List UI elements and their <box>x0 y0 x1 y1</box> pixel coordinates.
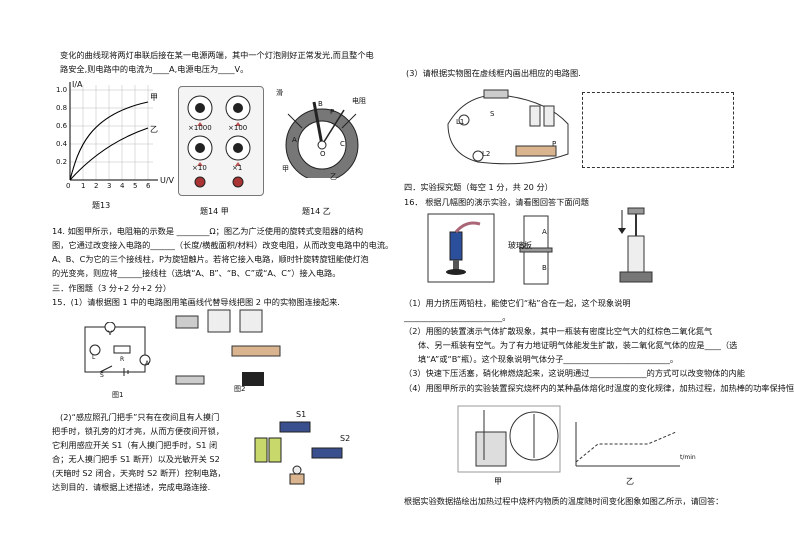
x-tick-3: 3 <box>107 182 112 190</box>
label-hua: 滑 <box>276 89 283 97</box>
iu-graph-figure <box>69 82 158 181</box>
circuit-diagram-fig1 <box>84 322 151 376</box>
q16-1-line-1: （1）用力挤压两铅柱，能使它们“粘”合在一起，这个现象说明 <box>404 298 631 308</box>
y-axis-label: I/A <box>72 80 83 89</box>
jar-label-B: B <box>542 264 547 272</box>
y-tick-4: 0.4 <box>56 140 68 148</box>
door-handle-circuit-figure <box>254 421 343 485</box>
dial-label-10: ×10 <box>192 164 207 172</box>
caption-14-yi: 题14 乙 <box>302 207 331 216</box>
fig1-label-A: A <box>145 360 150 367</box>
label-glass-plate: 玻璃板 <box>508 241 532 250</box>
fig1-label-S: S <box>100 372 104 379</box>
q14-line-3: A、B、C为它的三个接线柱，P为旋钮触片。若将它接入电路，顺时针旋转旋钮能使灯泡 <box>52 254 369 264</box>
resistance-box-dials <box>187 95 251 188</box>
x-tick-2: 2 <box>94 182 99 190</box>
q16-text: 16． 根据几幅图的演示实验，请看图回答下面问题 <box>404 197 589 207</box>
curve-jia <box>69 101 149 181</box>
q3-label-L1: L1 <box>456 118 465 126</box>
caption-yi-bottom: 乙 <box>626 477 634 486</box>
series-label-jia: 甲 <box>150 93 158 102</box>
temperature-time-graph <box>575 422 680 467</box>
real-circuit-fig2 <box>175 309 281 386</box>
q16-1-line-2: ________________________。 <box>404 312 511 322</box>
footer-text: 根据实验数据描绘出加热过程中烧杯内物质的温度随时间变化图象如图乙所示，请回答： <box>404 496 724 506</box>
label-A: A <box>292 136 297 144</box>
q15-2-line-6: 达到目的．请根据上述描述，完成电路连接. <box>52 482 211 492</box>
series-label-yi: 乙 <box>150 125 158 134</box>
switch-label-s1: S1 <box>296 410 307 419</box>
answer-box-circuit[interactable] <box>582 92 734 168</box>
caption-13: 题13 <box>92 201 111 210</box>
diffusion-jars-figure <box>519 215 553 285</box>
q16-2-line-2: 体、另一瓶装有空气。为了有力地证明气体能发生扩散，装二氧化氮气体的应是____（… <box>418 340 738 350</box>
caption-14-jia: 题14 甲 <box>200 207 229 216</box>
graph-x-unit: t/min <box>680 454 696 461</box>
section-4-heading: 四．实验探究题（每空 1 分，共 20 分） <box>404 182 553 192</box>
x-tick-1: 1 <box>81 182 86 190</box>
y-tick-5: 0.2 <box>56 158 68 166</box>
q14-line-1: 14. 如图甲所示，电阻箱的示数是 ________Ω；图乙为广泛使用的旋转式变… <box>52 226 364 236</box>
caption-jia-bottom: 甲 <box>494 477 502 486</box>
caption-fig1: 图1 <box>112 391 124 399</box>
label-C: C <box>340 140 345 148</box>
q15-2-line-5: (天暗时 S2 闭合，天亮时 S2 断开）控制电路， <box>52 468 226 478</box>
q15-2-line-2: 把手时，锁孔旁的灯才亮，从而方便夜间开锁， <box>52 426 224 436</box>
y-tick-3: 0.6 <box>56 122 68 130</box>
caption-fig2: 图2 <box>234 385 246 393</box>
y-tick-2: 0.8 <box>56 104 68 112</box>
q3-label-S: S <box>490 110 495 118</box>
q16-3-text: （3）快速下压活塞，硝化棉燃烧起来，这说明通过______________的方式… <box>404 368 745 378</box>
q16-4-text: （4）用图甲所示的实验装置探究烧杯内的某种晶体熔化时温度的变化规律，加热过程，加… <box>404 383 794 393</box>
x-tick-4: 4 <box>120 182 125 190</box>
dial-label-1000: ×1000 <box>188 124 212 132</box>
q14-line-2: 图，它通过改变接入电路的______（长度/横截面积/材料）改变电阻，从而改变电… <box>52 240 394 250</box>
x-axis-label: U/V <box>160 176 175 185</box>
jar-label-A: A <box>542 228 547 236</box>
fig1-label-L: L <box>92 354 96 361</box>
label-B: B <box>318 100 323 108</box>
label-yi: 乙 <box>330 173 337 181</box>
y-tick-1: 1.0 <box>56 86 68 94</box>
intro-line-1: 变化的曲线现将两灯串联后接在某一电源两端，其中一个灯泡刚好正常发光,而且整个电 <box>60 50 374 60</box>
dial-label-1: ×1 <box>232 164 243 172</box>
x-tick-0: 0 <box>66 182 71 190</box>
q15-2-line-3: 它利用感应开关 S1（有人摸门把手时，S1 闭 <box>52 440 218 450</box>
x-tick-5: 5 <box>133 182 138 190</box>
real-circuit-q3 <box>447 89 569 165</box>
label-resistor: 电阻 <box>352 97 366 105</box>
label-P: P <box>330 108 335 116</box>
q14-line-4: 的光变亮，则应将______接线柱（选填“A、B”、“B、C”或“A、C”）接入… <box>52 268 341 278</box>
piston-cylinder-figure <box>618 207 653 283</box>
label-O: O <box>320 150 326 158</box>
q15-2-line-1: (2)“感应照孔门把手”只有在夜间且有人摸门 <box>60 412 220 422</box>
x-tick-6: 6 <box>146 182 151 190</box>
fig1-label-R: R <box>120 356 125 363</box>
label-jia: 甲 <box>282 165 289 173</box>
q3-label-L2: L2 <box>482 150 491 158</box>
rotary-rheostat-figure <box>285 101 359 182</box>
heating-apparatus-figure <box>457 405 561 473</box>
q3-label-P: P <box>552 140 557 148</box>
q16-2-line-3: 填“A”或“B”瓶）。这个现象说明气体分子___________________… <box>418 354 679 364</box>
q3-text: (3）请根据实物图在虚线框内画出相应的电路图. <box>406 68 581 78</box>
dial-label-100: ×100 <box>228 124 248 132</box>
switch-label-s2: S2 <box>340 434 351 443</box>
intro-line-2: 路安全,则电路中的电流为____A,电源电压为____V。 <box>60 64 249 74</box>
curve-yi <box>69 127 149 181</box>
fig1-label-V: V <box>108 330 113 337</box>
section-3-heading: 三．作图题（3 分+2 分+2 分） <box>52 283 172 293</box>
q15-1-text: 15．(1）请根据图 1 中的电路图用笔画线代替导线把图 2 中的实物图连接起来… <box>52 297 340 307</box>
q16-2-line-1: （2）用图的装置演示气体扩散现象，其中一瓶装有密度比空气大的红棕色二氧化氮气 <box>404 326 713 336</box>
lead-cylinder-figure <box>427 213 495 283</box>
q15-2-line-4: 合；无人摸门把手 S1 断开）以及光敏开关 S2 <box>52 454 220 464</box>
